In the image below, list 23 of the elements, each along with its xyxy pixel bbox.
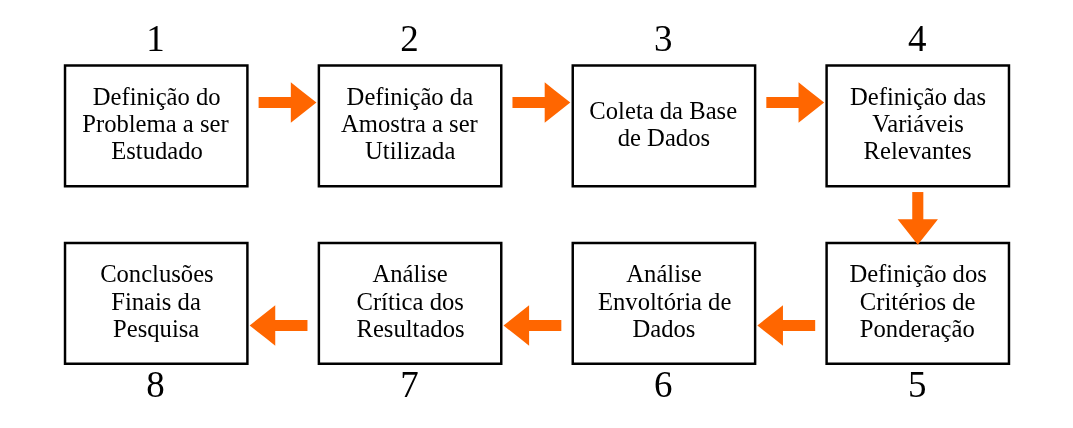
node-label: 8 xyxy=(145,364,165,405)
node-label: 6 xyxy=(653,364,673,405)
node-label: 3 xyxy=(653,17,673,59)
node-box: Definição das Variáveis Relevantes xyxy=(824,64,1010,188)
arrow xyxy=(897,192,938,245)
node-label: 4 xyxy=(907,17,926,59)
node-box: Conclusões Finais da Pesquisa xyxy=(63,241,249,365)
arrow xyxy=(765,82,824,123)
node-box: Análise Crítica dos Resultados xyxy=(317,241,502,365)
node-box: Análise Envoltória de Dados xyxy=(571,241,756,365)
arrow xyxy=(756,305,815,346)
node-label: 5 xyxy=(907,364,926,405)
arrow xyxy=(249,305,307,346)
node-box: Coleta da Base de Dados xyxy=(571,64,756,188)
arrow xyxy=(258,82,316,123)
node-label: 1 xyxy=(145,17,165,59)
node-box: Definição do Problema a ser Estudado xyxy=(63,64,249,188)
node-label: 7 xyxy=(399,364,419,405)
arrow xyxy=(503,305,561,346)
node-box: Definição da Amostra a ser Utilizada xyxy=(317,64,502,188)
arrow xyxy=(511,82,570,123)
node-box: Definição dos Critérios de Ponderação xyxy=(824,241,1010,365)
node-label: 2 xyxy=(399,17,419,59)
